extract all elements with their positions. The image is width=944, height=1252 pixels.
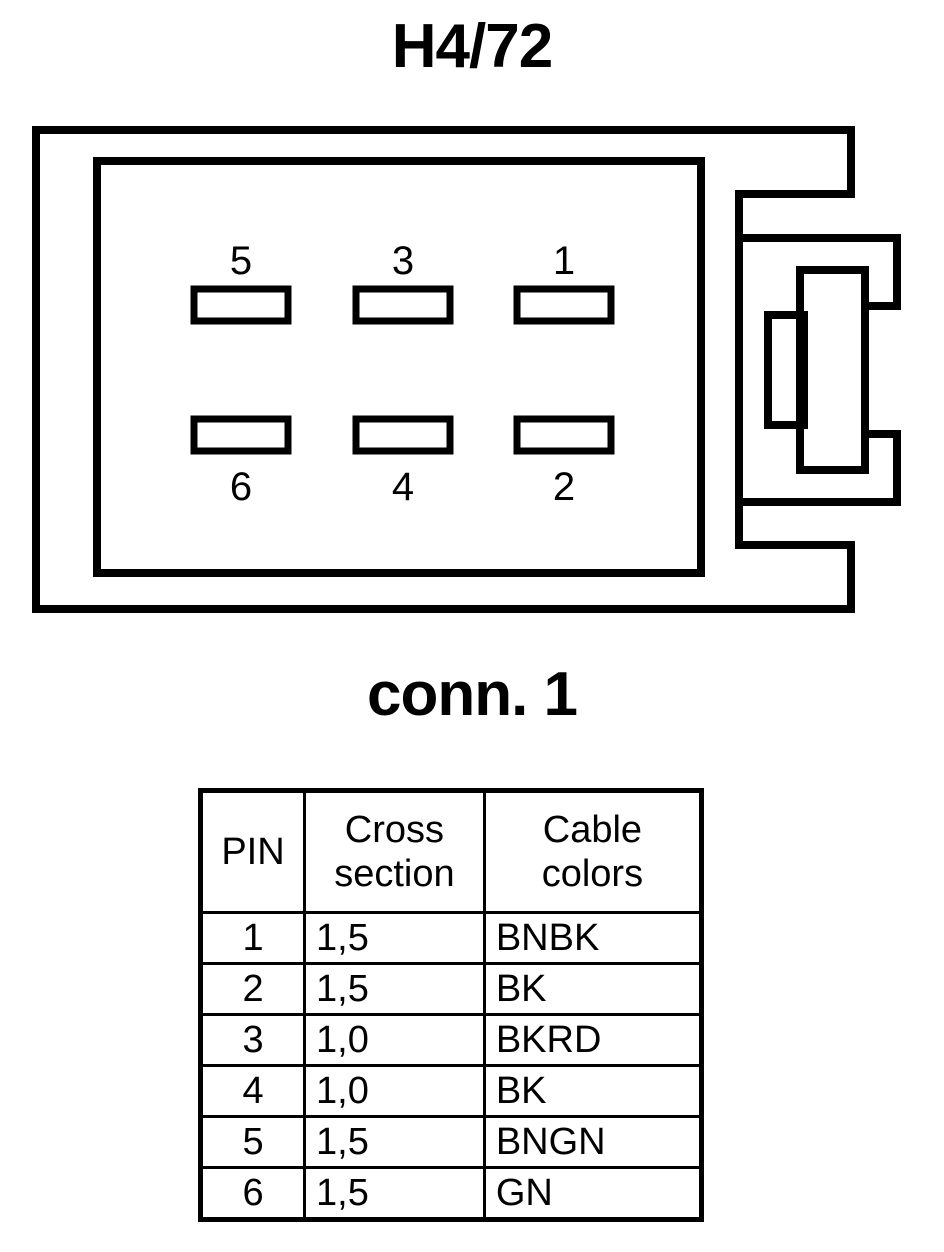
cell-cable-colors: BNGN — [482, 1115, 704, 1169]
connector-inner-cavity — [93, 157, 705, 577]
pin-label-6: 6 — [230, 465, 252, 509]
cell-cross-section: 1,0 — [303, 1064, 486, 1118]
pin-slot-2 — [513, 415, 615, 455]
cell-cable-colors: BK — [482, 1064, 704, 1118]
table-row: 5 1,5 BNGN — [198, 1115, 704, 1169]
table-header-row: PIN Cross section Cable colors — [198, 789, 704, 914]
page-title: H4/72 — [391, 12, 553, 81]
cell-pin: 1 — [198, 911, 307, 965]
cell-cable-colors: GN — [482, 1166, 704, 1221]
pin-label-5: 5 — [230, 239, 252, 283]
cell-pin: 6 — [198, 1166, 307, 1221]
cell-pin: 3 — [198, 1013, 307, 1067]
pin-label-3: 3 — [392, 239, 414, 283]
connector-housing-outline — [32, 126, 855, 613]
cell-cable-colors: BKRD — [482, 1013, 704, 1067]
table-row: 4 1,0 BK — [198, 1064, 704, 1118]
cell-cross-section: 1,5 — [303, 1115, 486, 1169]
pin-label-1: 1 — [553, 239, 575, 283]
latch-outer-bracket — [739, 234, 901, 506]
column-header-pin: PIN — [198, 789, 307, 914]
connector-diagram: 5 3 1 6 4 2 — [0, 110, 944, 630]
latch-inner-bar — [796, 266, 869, 474]
cell-cable-colors: BK — [482, 962, 704, 1016]
pin-slot-5 — [190, 285, 292, 325]
pin-label-2: 2 — [553, 465, 575, 509]
cell-pin: 4 — [198, 1064, 307, 1118]
pin-slot-6 — [190, 415, 292, 455]
cell-pin: 2 — [198, 962, 307, 1016]
table-row: 6 1,5 GN — [198, 1166, 704, 1221]
cell-cross-section: 1,5 — [303, 911, 486, 965]
column-header-cable-colors: Cable colors — [482, 789, 704, 914]
pin-slot-3 — [352, 285, 454, 325]
cell-cross-section: 1,5 — [303, 962, 486, 1016]
table-row: 2 1,5 BK — [198, 962, 704, 1016]
table-row: 3 1,0 BKRD — [198, 1013, 704, 1067]
cell-cable-colors: BNBK — [482, 911, 704, 965]
pin-slot-1 — [513, 285, 615, 325]
pin-label-4: 4 — [392, 465, 414, 509]
connector-sub-label: conn. 1 — [366, 660, 578, 729]
cell-pin: 5 — [198, 1115, 307, 1169]
cell-cross-section: 1,0 — [303, 1013, 486, 1067]
table-row: 1 1,5 BNBK — [198, 911, 704, 965]
cell-cross-section: 1,5 — [303, 1166, 486, 1221]
column-header-cross-section: Cross section — [303, 789, 486, 914]
pin-slot-4 — [352, 415, 454, 455]
latch-nub — [764, 311, 808, 429]
pinout-table: PIN Cross section Cable colors 1 1,5 BNB… — [198, 788, 704, 1222]
